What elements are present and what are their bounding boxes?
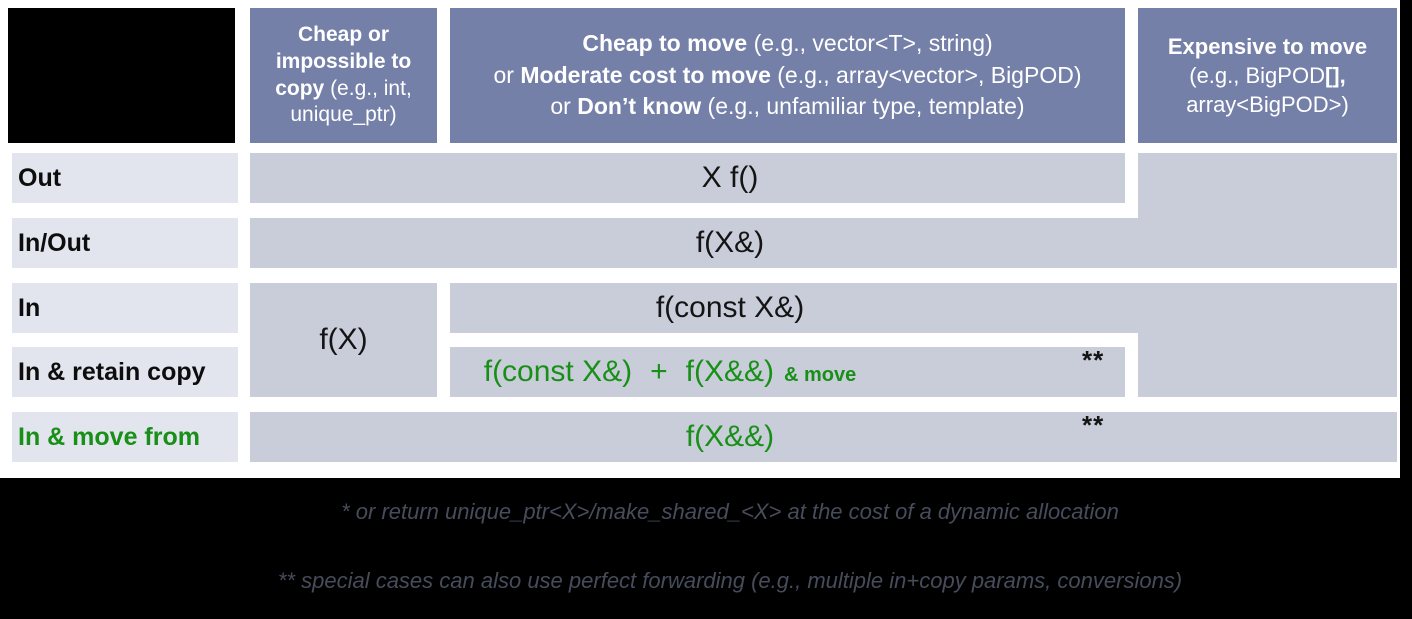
- header-corner-black-box: [8, 8, 235, 143]
- row-label-inout: In/Out: [12, 218, 238, 268]
- header-col3-line2: (e.g., BigPOD[],: [1138, 61, 1397, 90]
- header-col-cheap-copy-text: Cheap or impossible to copy (e.g., int, …: [259, 22, 428, 130]
- header-col-cheap-copy: Cheap or impossible to copy (e.g., int, …: [250, 8, 437, 143]
- code-retain-plus: +: [650, 355, 668, 388]
- header-col3-line1: Expensive to move: [1167, 33, 1368, 59]
- row-label-in-retain-copy: In & retain copy: [12, 347, 238, 397]
- header-col3-line2-pre: (e.g., BigPOD: [1189, 62, 1325, 88]
- header-col2-line2-pre: or: [493, 61, 521, 88]
- header-col2-line3-bold: Don’t know: [577, 93, 702, 120]
- header-col3-line3: array<BigPOD>): [1186, 92, 1349, 118]
- header-col-expensive-move: Expensive to move (e.g., BigPOD[], array…: [1138, 8, 1397, 143]
- header-col2-line1-bold: Cheap to move: [582, 29, 748, 56]
- cell-retain-overload: [450, 347, 1125, 397]
- header-col2-line1-normal: (e.g., vector<T>, string): [747, 29, 993, 56]
- header-col2-line3-pre: or: [550, 93, 578, 120]
- code-retain: f(const X&) + f(X&&) & move: [30, 347, 1310, 397]
- retain-stars: **: [1082, 345, 1105, 375]
- footnote-dynamic-allocation: * or return unique_ptr<X>/make_shared_<X…: [341, 499, 1119, 524]
- header-col-cheap-move: Cheap to move (e.g., vector<T>, string) …: [450, 8, 1125, 143]
- cell-in-byvalue: [250, 283, 437, 397]
- header-col1-normal: (e.g., int, unique_ptr): [290, 76, 412, 127]
- cell-inout: [250, 218, 1397, 268]
- header-col2-line3: or Don’t know (e.g., unfamiliar type, te…: [450, 91, 1125, 123]
- header-col2-line2-bold: Moderate cost to move: [520, 61, 771, 88]
- header-col1-bold: Cheap or impossible to copy: [275, 22, 412, 100]
- row-label-out: Out: [12, 153, 238, 203]
- cell-out: [250, 153, 1125, 203]
- cell-movefrom: [250, 412, 1397, 462]
- header-col2-line2-normal: (e.g., array<vector>, BigPOD): [770, 61, 1082, 88]
- movefrom-stars: **: [1082, 410, 1105, 440]
- code-retain-move-suffix: & move: [784, 363, 857, 386]
- header-col2-line3-normal: (e.g., unfamiliar type, template): [701, 93, 1025, 120]
- code-in-constref: f(const X&): [655, 291, 805, 324]
- code-movefrom: f(X&&): [685, 420, 775, 453]
- header-col2-line1: Cheap to move (e.g., vector<T>, string): [450, 28, 1125, 60]
- code-in-byvalue: f(X): [319, 323, 368, 356]
- header-col3-line2-bold: [],: [1324, 62, 1346, 88]
- footnote-perfect-forwarding: ** special cases can also use perfect fo…: [277, 568, 1183, 593]
- cell-in-expensive-flag: [1138, 283, 1397, 397]
- code-inout: f(X&): [695, 226, 765, 259]
- code-retain-rvalue: f(X&&): [685, 355, 774, 388]
- row-label-in-move-from: In & move from: [12, 412, 238, 462]
- code-out: X f(): [701, 161, 759, 194]
- code-retain-constref: f(const X&): [483, 355, 633, 388]
- row-label-in: In: [12, 283, 238, 333]
- header-col2-line2: or Moderate cost to move (e.g., array<ve…: [450, 60, 1125, 92]
